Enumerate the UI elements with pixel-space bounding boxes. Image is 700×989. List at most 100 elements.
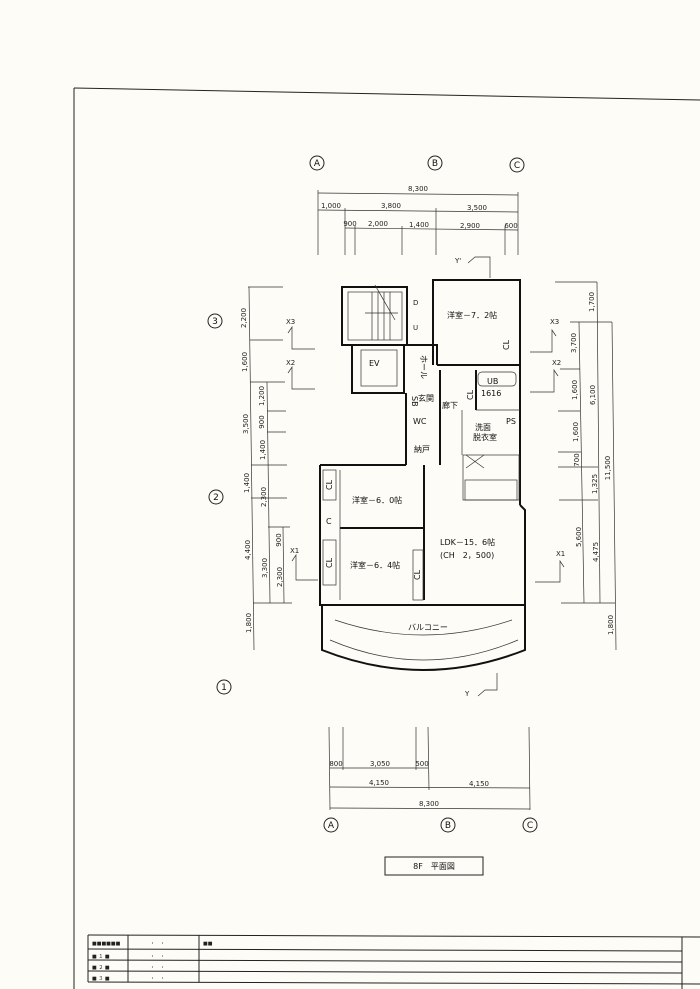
top-dim: 1,000 [321, 202, 341, 210]
section-marker-x2-right: X2 [530, 359, 561, 393]
top-dim: 600 [504, 222, 517, 230]
bottom-dim: 4,150 [469, 780, 489, 788]
svg-text:1,325: 1,325 [591, 474, 599, 494]
bottom-dim-total: 8,300 [419, 800, 439, 808]
room-label-storage: 納戸 [414, 444, 430, 454]
grid-marker-bottom-b: B [440, 817, 456, 833]
drawing-title-box [384, 856, 484, 876]
drawing-title: 8F 平面図 [413, 862, 455, 871]
closet-label: CL [502, 339, 511, 350]
top-dim: 900 [343, 220, 356, 228]
title-block-date: ・ ・ [150, 954, 165, 960]
svg-text:X3: X3 [286, 318, 295, 326]
closet-label: CL [325, 557, 334, 568]
svg-text:C: C [514, 161, 520, 171]
room-label-western-room-3: 洋室－6．4帖 [350, 560, 400, 570]
svg-text:4,400: 4,400 [244, 540, 252, 560]
balcony-outline [321, 605, 526, 671]
svg-text:5,600: 5,600 [575, 527, 583, 547]
section-marker-x1-right: X1 [535, 550, 565, 583]
title-block-date: ・ ・ [150, 965, 165, 971]
section-marker-x3-left: X3 [286, 318, 315, 350]
bottom-dimension-lines [328, 726, 531, 811]
left-dimension-lines [248, 286, 292, 651]
svg-text:4,475: 4,475 [592, 542, 600, 562]
bottom-dim: 800 [329, 760, 342, 768]
room-label-hall: ホール [419, 355, 428, 379]
svg-text:900: 900 [275, 533, 283, 546]
svg-text:1,600: 1,600 [572, 422, 580, 442]
svg-text:1,200: 1,200 [258, 386, 266, 406]
bottom-dim: 3,050 [370, 760, 390, 768]
svg-text:2: 2 [213, 493, 219, 503]
title-block [87, 934, 700, 989]
bottom-dim: 500 [415, 760, 428, 768]
room-label-ldk: LDK－15．6帖 [440, 537, 495, 547]
closet-label-small: C [326, 517, 332, 526]
right-dimension-labels: 3,700 1,600 1,600 700 5,600 1,700 6,100 … [570, 292, 615, 635]
svg-text:X1: X1 [556, 550, 565, 558]
room-label-pipe-space: PS [506, 417, 516, 426]
svg-text:2,300: 2,300 [276, 567, 284, 587]
right-dimension-lines [555, 281, 617, 651]
closet-label: CL [413, 569, 422, 580]
svg-text:11,500: 11,500 [604, 456, 612, 481]
grid-marker-bottom-a: A [323, 817, 339, 833]
svg-text:Y: Y [464, 690, 470, 698]
room-label-western-room-1: 洋室－7．2帖 [447, 310, 497, 320]
title-block-row-label: ■ １ ■ [92, 954, 110, 960]
section-marker-x3-right: X3 [530, 318, 559, 353]
svg-text:X3: X3 [550, 318, 559, 326]
svg-text:2,200: 2,200 [240, 308, 248, 328]
closet-label: CL [466, 389, 475, 400]
svg-text:Y': Y' [454, 257, 461, 265]
svg-text:B: B [445, 821, 451, 831]
sheet-border-top [73, 87, 700, 101]
top-dim: 1,400 [409, 221, 429, 229]
grid-marker-row-1: 1 [216, 679, 232, 695]
title-block-row-label: ■■■■■■ [92, 941, 121, 947]
section-marker-y: Y [464, 673, 498, 698]
top-dim: 2,900 [460, 222, 480, 230]
room-label-entrance: 玄関 [418, 393, 434, 403]
title-block-date: ・ ・ [150, 941, 165, 947]
bottom-dim: 4,150 [369, 779, 389, 787]
svg-text:1,800: 1,800 [245, 613, 253, 633]
grid-marker-top-a: A [309, 155, 325, 171]
section-marker-x2-left: X2 [286, 359, 315, 390]
left-dimension-labels: 2,200 1,600 3,500 1,400 4,400 1,800 1,20… [240, 308, 284, 633]
svg-text:C: C [527, 821, 533, 831]
svg-text:6,100: 6,100 [589, 385, 597, 405]
svg-text:3,500: 3,500 [242, 414, 250, 434]
svg-text:X2: X2 [286, 359, 295, 367]
svg-text:X2: X2 [552, 359, 561, 367]
closet-label: CL [325, 479, 334, 490]
top-dim-total: 8,300 [408, 185, 428, 193]
svg-text:X1: X1 [290, 547, 299, 555]
svg-text:2,300: 2,300 [260, 487, 268, 507]
grid-marker-row-2: 2 [208, 489, 224, 505]
title-block-row-label: ■ ３ ■ [92, 976, 110, 982]
svg-text:B: B [432, 159, 438, 169]
svg-text:3,300: 3,300 [261, 558, 269, 578]
room-label-corridor: 廊下 [442, 400, 458, 410]
room-label-elevator: EV [369, 359, 380, 368]
svg-text:900: 900 [258, 415, 266, 428]
svg-text:3: 3 [212, 317, 218, 327]
top-dimension-lines [317, 190, 519, 255]
stair-up-label: U [413, 324, 418, 332]
svg-text:1,800: 1,800 [607, 615, 615, 635]
top-dim: 2,000 [368, 220, 388, 228]
svg-text:1,600: 1,600 [571, 380, 579, 400]
svg-text:A: A [314, 159, 321, 169]
section-marker-y-prime: Y' [454, 256, 491, 278]
svg-text:1,400: 1,400 [259, 440, 267, 460]
grid-marker-row-3: 3 [207, 313, 223, 329]
svg-text:1,400: 1,400 [243, 473, 251, 493]
room-label-balcony: バルコニー [408, 623, 448, 632]
room-label-toilet: WC [413, 417, 427, 426]
room-label-shoes-box: SB [410, 396, 419, 407]
room-label-ceiling-height: (CH 2，500) [440, 551, 494, 560]
room-label-western-room-2: 洋室－6．0帖 [352, 495, 402, 505]
